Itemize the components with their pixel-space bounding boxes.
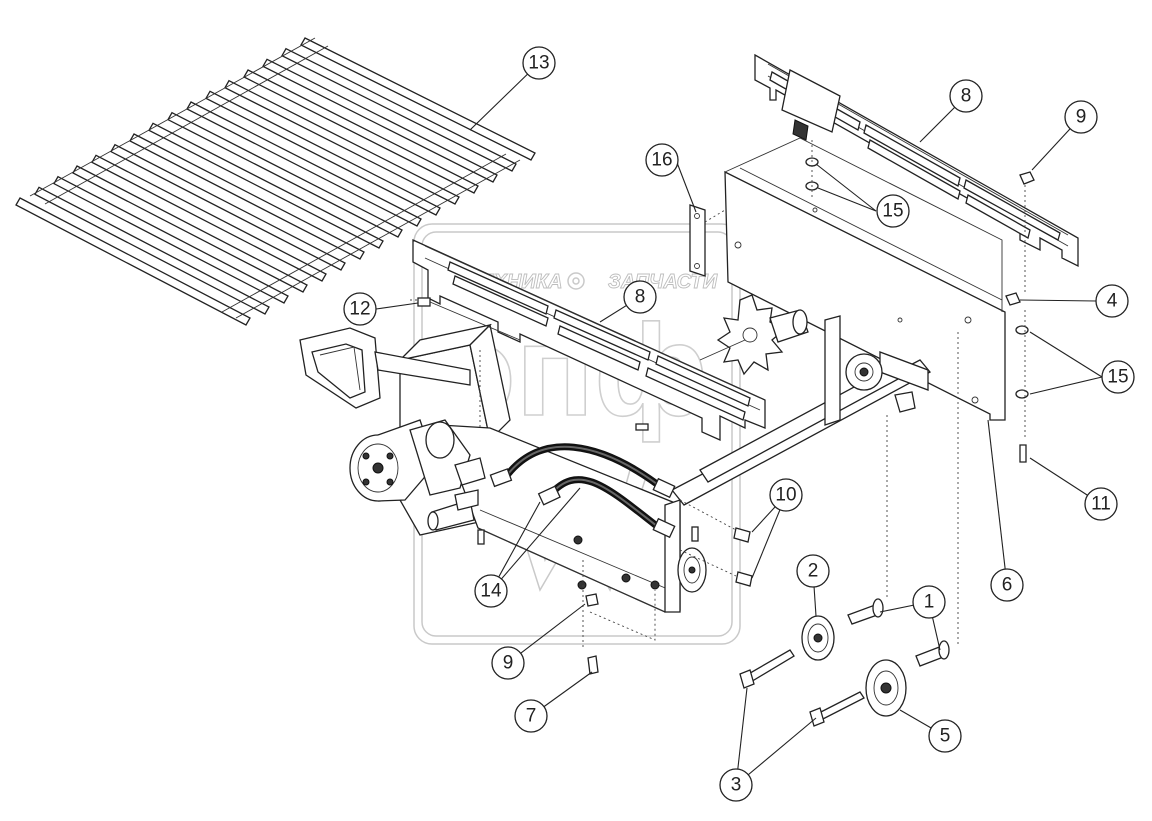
callout-14: 14 xyxy=(474,574,508,608)
star-knob xyxy=(699,294,809,376)
callout-label: 9 xyxy=(503,653,514,674)
slat xyxy=(262,58,498,183)
callout-label: 6 xyxy=(1002,575,1013,596)
slat xyxy=(224,79,460,205)
front-roller xyxy=(677,526,707,593)
callout-label: 8 xyxy=(961,86,972,107)
callout-10: 10 xyxy=(769,478,803,512)
side-rail-rear-part-8 xyxy=(754,53,1079,268)
callout-1: 1 xyxy=(912,585,946,619)
callout-label: 10 xyxy=(775,485,796,506)
watermark-gear-icon xyxy=(567,272,585,290)
slat xyxy=(186,101,422,227)
callout-12: 12 xyxy=(343,292,377,326)
slat xyxy=(91,154,327,282)
callout-label: 3 xyxy=(731,775,742,796)
belt-edge xyxy=(29,37,329,205)
callout-label: 7 xyxy=(526,706,537,727)
hydraulic-motor xyxy=(349,419,486,545)
slat xyxy=(205,90,441,216)
callout-5: 5 xyxy=(928,719,962,753)
callout-8-rear: 8 xyxy=(949,79,983,113)
callout-label: 15 xyxy=(1107,367,1128,388)
callout-6: 6 xyxy=(990,568,1024,602)
slat xyxy=(148,122,384,249)
callout-13: 13 xyxy=(522,46,556,80)
callout-9-bottom: 9 xyxy=(491,646,525,680)
callout-16: 16 xyxy=(645,143,679,177)
callout-8-front: 8 xyxy=(623,280,657,314)
slat xyxy=(300,37,536,161)
callout-label: 14 xyxy=(480,581,502,602)
callout-4: 4 xyxy=(1095,284,1129,318)
side-rail-front-part-8 xyxy=(412,238,766,442)
callout-15-top: 15 xyxy=(876,194,910,228)
slat xyxy=(110,143,346,271)
hydraulic-hoses-part-14 xyxy=(489,423,676,590)
slat xyxy=(15,197,251,326)
rear-plate-part-6 xyxy=(724,137,1006,421)
slat xyxy=(72,165,308,293)
slat xyxy=(53,175,289,304)
leader-lines xyxy=(375,62,1103,786)
callout-label: 8 xyxy=(635,287,646,308)
belt-edge xyxy=(221,153,521,319)
callout-3: 3 xyxy=(719,768,753,802)
slat xyxy=(243,69,479,194)
callout-label: 5 xyxy=(940,726,951,747)
bracket-part-12 xyxy=(299,297,521,409)
callout-9-top: 9 xyxy=(1064,100,1098,134)
callout-15-right: 15 xyxy=(1101,360,1135,394)
callout-label: 9 xyxy=(1076,107,1087,128)
slat xyxy=(129,133,365,260)
callout-label: 4 xyxy=(1107,291,1118,312)
strip-plate-part-16 xyxy=(689,204,706,277)
loose-fasteners xyxy=(585,157,1035,727)
callout-label: 1 xyxy=(924,592,935,613)
callout-label: 13 xyxy=(528,53,549,74)
callout-label: 15 xyxy=(882,201,903,222)
slat xyxy=(167,111,403,238)
callout-label: 11 xyxy=(1091,494,1111,515)
callout-11: 11 xyxy=(1084,487,1118,521)
callout-label: 2 xyxy=(808,561,819,582)
callout-7: 7 xyxy=(514,699,548,733)
slat-belt-part-13 xyxy=(15,37,536,326)
callout-label: 12 xyxy=(349,299,370,320)
callout-2: 2 xyxy=(796,554,830,588)
callout-label: 16 xyxy=(651,150,672,171)
slat xyxy=(281,47,517,172)
